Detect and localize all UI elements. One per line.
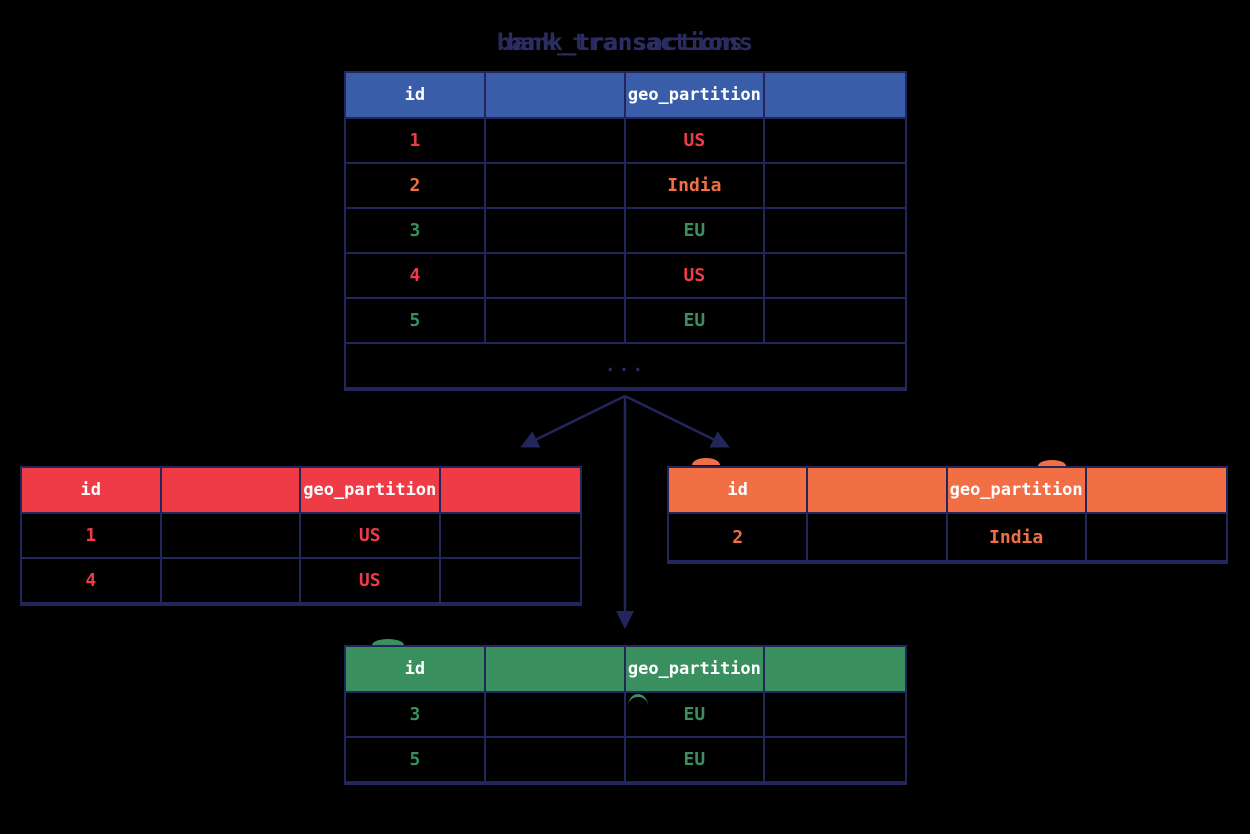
table-row: 3 EU bbox=[346, 693, 905, 738]
arrow-to-india-partition bbox=[624, 394, 730, 448]
header-cell-empty bbox=[808, 468, 948, 512]
cell-geo: EU bbox=[626, 738, 766, 781]
cell-geo: US bbox=[301, 514, 441, 557]
header-cell-geo-partition: geo_partition bbox=[948, 468, 1087, 512]
cell-empty bbox=[486, 254, 626, 297]
header-cell-id: id bbox=[346, 73, 486, 117]
cell-id: 2 bbox=[346, 164, 486, 207]
header-cell-empty bbox=[765, 73, 905, 117]
main-table: id geo_partition 1 US 2 India 3 EU 4 US bbox=[344, 71, 907, 391]
diagram-title: bank_transactions bbox=[507, 30, 743, 56]
cell-empty bbox=[486, 299, 626, 342]
cell-id: 4 bbox=[22, 559, 162, 602]
decor-arc-orange bbox=[692, 458, 720, 465]
cell-id: 3 bbox=[346, 693, 486, 736]
table-row: 5 EU bbox=[346, 299, 905, 344]
eu-table-header-row: id geo_partition bbox=[346, 647, 905, 693]
table-row: 4 US bbox=[346, 254, 905, 299]
cell-empty bbox=[765, 693, 905, 736]
eu-partition-table: id geo_partition 3 EU 5 EU bbox=[344, 645, 907, 785]
cell-id: 5 bbox=[346, 299, 486, 342]
header-cell-empty bbox=[486, 647, 626, 691]
header-cell-id: id bbox=[346, 647, 486, 691]
cell-empty bbox=[486, 209, 626, 252]
cell-id: 4 bbox=[346, 254, 486, 297]
india-partition-table: id geo_partition 2 India bbox=[667, 466, 1228, 564]
cell-empty bbox=[486, 164, 626, 207]
cell-empty bbox=[765, 209, 905, 252]
header-cell-id: id bbox=[22, 468, 162, 512]
diagram-title-ghost: bank_transactions bbox=[496, 30, 754, 56]
cell-geo: US bbox=[626, 254, 766, 297]
us-table-header-row: id geo_partition bbox=[22, 468, 580, 514]
cell-id: 5 bbox=[346, 738, 486, 781]
cell-empty bbox=[765, 119, 905, 162]
arrow-to-us-partition bbox=[520, 394, 626, 448]
cell-geo: EU bbox=[626, 209, 766, 252]
header-cell-geo-partition: geo_partition bbox=[301, 468, 441, 512]
cell-empty bbox=[162, 559, 301, 602]
header-cell-geo-partition: geo_partition bbox=[626, 647, 766, 691]
cell-empty bbox=[441, 559, 581, 602]
header-cell-empty bbox=[162, 468, 301, 512]
cell-id: 1 bbox=[346, 119, 486, 162]
cell-empty bbox=[1087, 514, 1226, 560]
table-row: 2 India bbox=[669, 514, 1226, 560]
cell-id: 1 bbox=[22, 514, 162, 557]
cell-empty bbox=[808, 514, 948, 560]
cell-empty bbox=[765, 738, 905, 781]
cell-geo: India bbox=[626, 164, 766, 207]
diagram-title-wrap: bank_transactions bank_transactions bbox=[0, 30, 1250, 62]
decor-arc-green bbox=[628, 694, 648, 706]
cell-empty bbox=[765, 254, 905, 297]
cell-geo: US bbox=[301, 559, 441, 602]
table-row: 1 US bbox=[22, 514, 580, 559]
header-cell-empty bbox=[486, 73, 626, 117]
ellipsis-row: ... bbox=[604, 355, 647, 376]
header-cell-id: id bbox=[669, 468, 809, 512]
cell-empty bbox=[486, 693, 626, 736]
cell-empty bbox=[441, 514, 581, 557]
header-cell-empty bbox=[441, 468, 581, 512]
india-table-header-row: id geo_partition bbox=[669, 468, 1226, 514]
table-row: 1 US bbox=[346, 119, 905, 164]
cell-empty bbox=[765, 164, 905, 207]
cell-id: 3 bbox=[346, 209, 486, 252]
us-partition-table: id geo_partition 1 US 4 US bbox=[20, 466, 582, 606]
header-cell-geo-partition: geo_partition bbox=[626, 73, 766, 117]
table-row: 3 EU bbox=[346, 209, 905, 254]
cell-geo: EU bbox=[626, 693, 766, 736]
cell-id: 2 bbox=[669, 514, 809, 560]
table-row: 2 India bbox=[346, 164, 905, 209]
table-row: 5 EU bbox=[346, 738, 905, 781]
cell-empty bbox=[486, 119, 626, 162]
cell-empty bbox=[765, 299, 905, 342]
cell-geo: India bbox=[948, 514, 1087, 560]
header-cell-empty bbox=[1087, 468, 1226, 512]
decor-arc-orange bbox=[1038, 460, 1066, 466]
cell-empty bbox=[486, 738, 626, 781]
cell-empty bbox=[162, 514, 301, 557]
cell-geo: EU bbox=[626, 299, 766, 342]
table-row: 4 US bbox=[22, 559, 580, 602]
main-table-header-row: id geo_partition bbox=[346, 73, 905, 119]
decor-arc-green bbox=[372, 639, 404, 645]
cell-geo: US bbox=[626, 119, 766, 162]
header-cell-empty bbox=[765, 647, 905, 691]
